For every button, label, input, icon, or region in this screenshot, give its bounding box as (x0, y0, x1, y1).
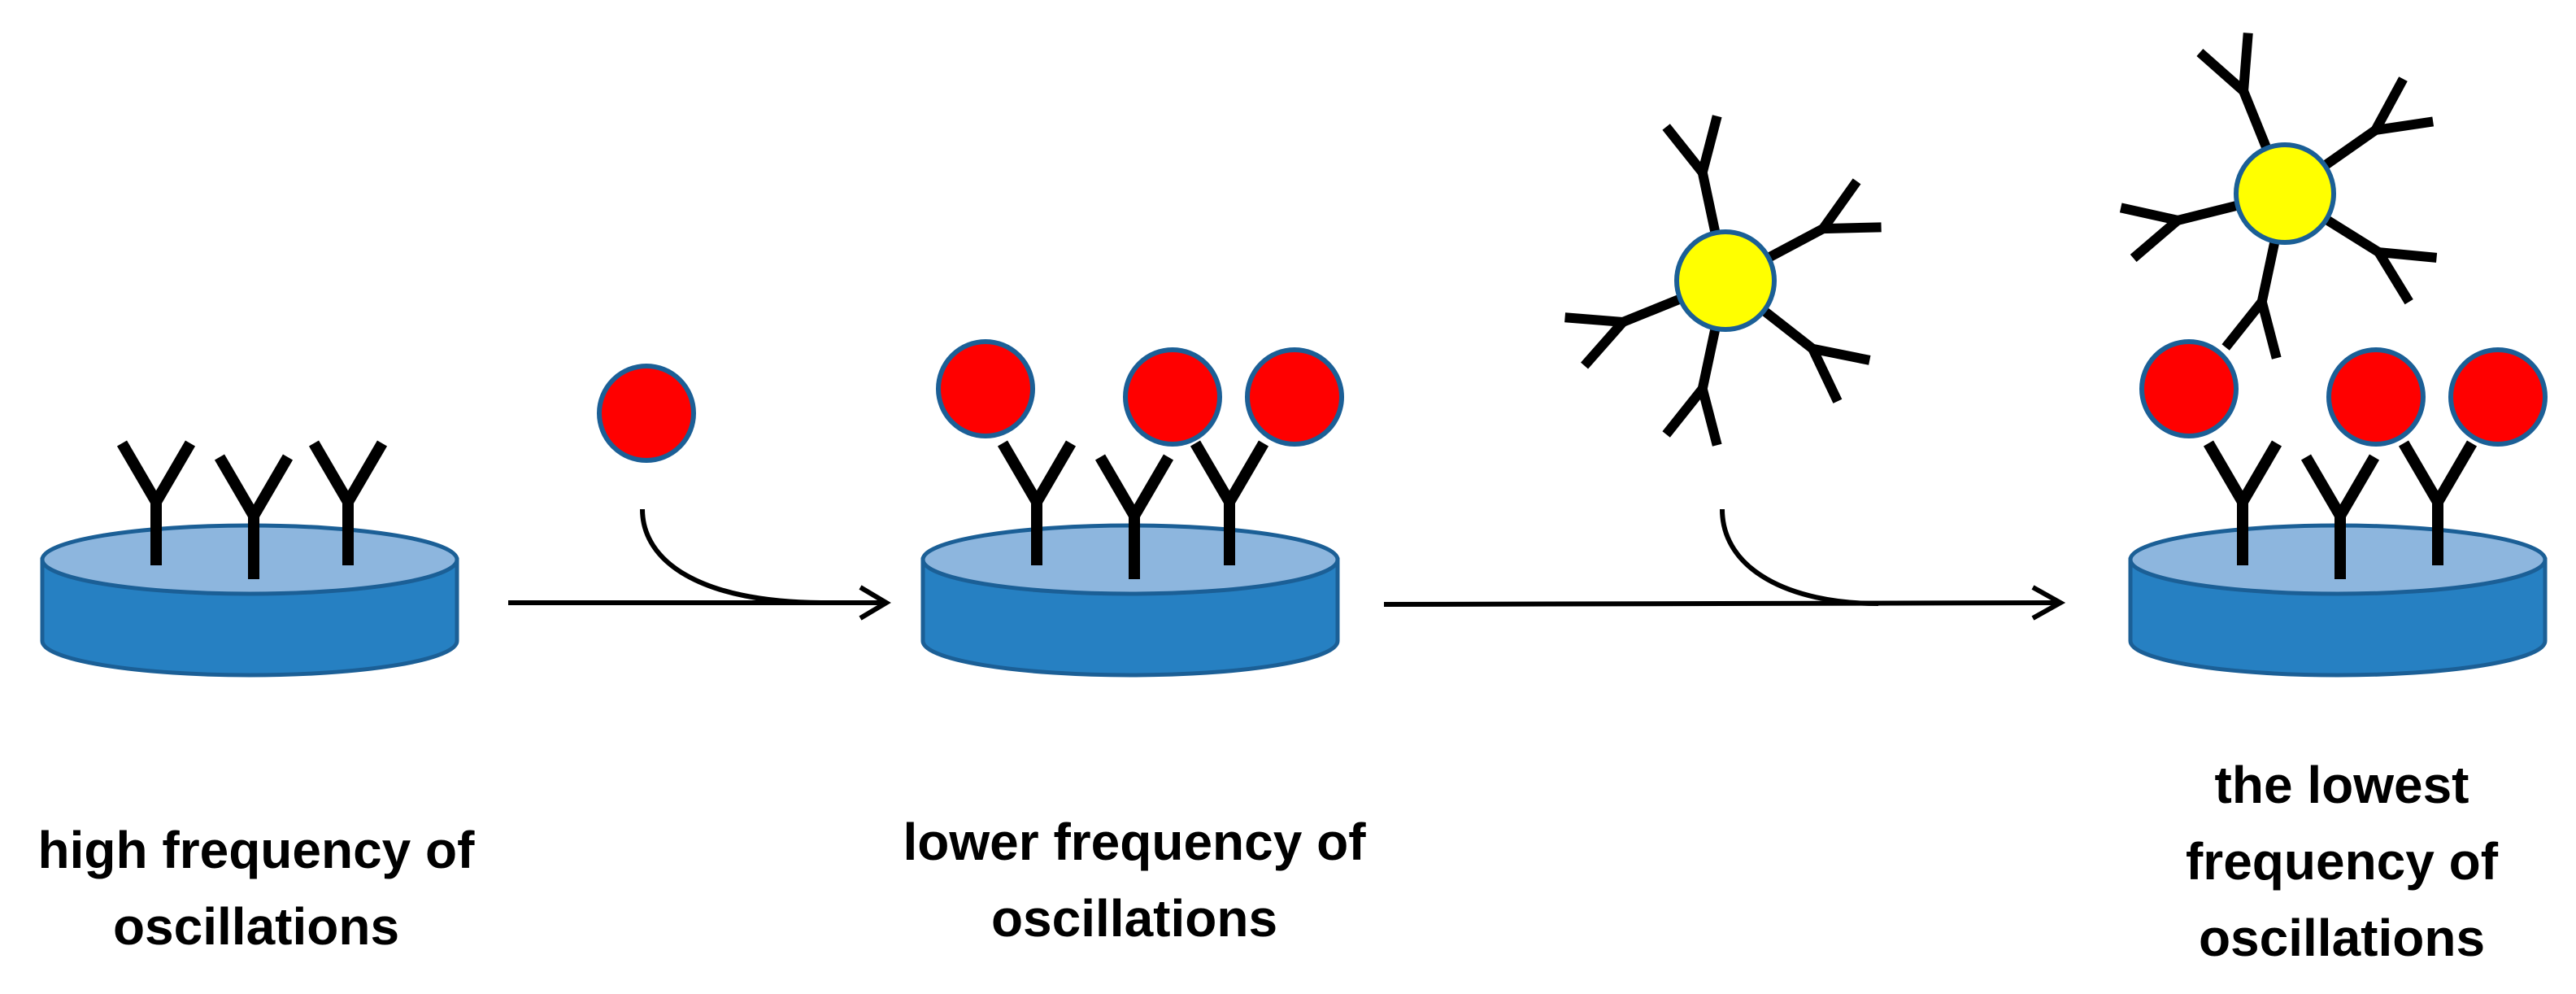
antibody-nanoparticle-conjugate-icon (1565, 116, 1882, 446)
caption-stage-3: the lowest frequency of oscillations (2098, 747, 2576, 976)
caption-line: oscillations (990, 889, 1278, 948)
stage-2 (923, 339, 1344, 675)
arrow-add-antigen (508, 364, 891, 621)
caption-line: lower frequency of (903, 813, 1366, 871)
red-antigen-icon (597, 364, 696, 463)
caption-line: high frequency of (37, 821, 475, 879)
red-antigen-icon (1123, 347, 1222, 447)
stage-1 (42, 443, 457, 675)
caption-line: oscillations (2198, 909, 2486, 967)
caption-line: the lowest (2214, 756, 2469, 814)
caption-stage-1: high frequency of oscillations (0, 812, 512, 965)
red-antigen-icon (2139, 339, 2239, 438)
red-antigen-icon (2448, 347, 2548, 447)
antibody-nanoparticle-conjugate-icon (2121, 33, 2436, 359)
caption-stage-2: lower frequency of oscillations (874, 804, 1395, 957)
caption-line: frequency of (2185, 832, 2499, 891)
caption-line: oscillations (112, 897, 400, 956)
red-antigen-icon (936, 339, 1035, 438)
arrow-add-conjugate (1383, 116, 2066, 621)
red-antigen-icon (2326, 347, 2426, 447)
red-antigen-icon (1245, 347, 1344, 447)
stage-3 (2121, 33, 2548, 675)
